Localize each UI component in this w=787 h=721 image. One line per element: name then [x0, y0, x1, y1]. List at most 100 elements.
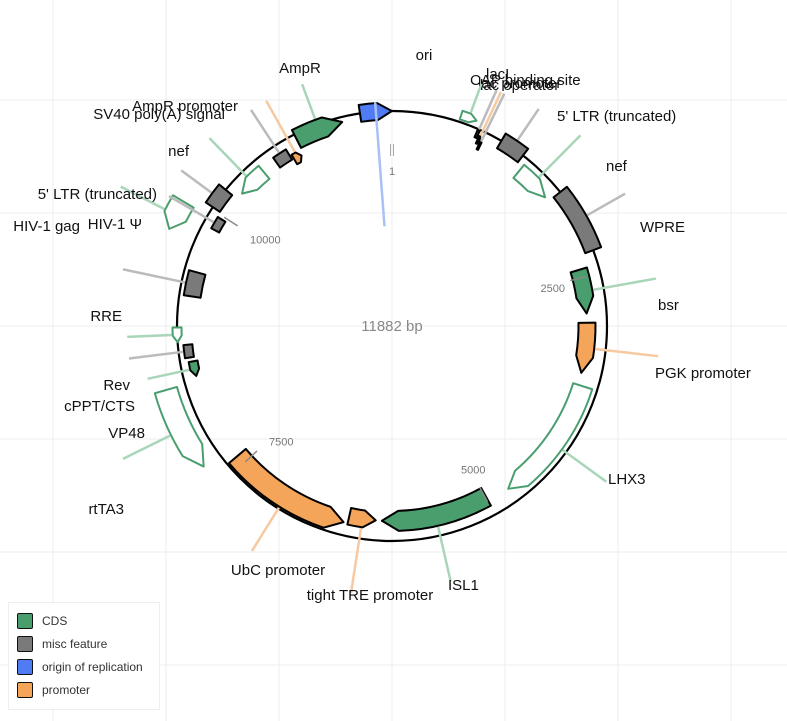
label-isl1: ISL1 [448, 577, 479, 594]
feature-rev [171, 326, 183, 344]
feature-sv40-poly-a-signal [272, 148, 294, 169]
legend-label-promoter: promoter [42, 683, 91, 697]
feature-nef [512, 163, 547, 199]
tick-mark-7500 [244, 450, 258, 463]
feature-nef-2 [241, 164, 271, 195]
label-nef-2: nef [168, 143, 190, 160]
feature-vp48 [187, 359, 201, 377]
leader-line-cap-binding-site [477, 89, 498, 130]
leader-line-rev [127, 333, 172, 339]
label-lac-promoter: lac promoter [478, 75, 561, 92]
leader-line-5-ltr-truncated [516, 108, 540, 141]
label-ampr-promoter: AmpR promoter [132, 98, 238, 115]
leader-line-sv40-poly-a-signal [249, 109, 280, 154]
leader-line-nef [538, 134, 582, 178]
label-cppt-cts: cPPT/CTS [64, 398, 135, 415]
label-pgk-promoter: PGK promoter [655, 365, 751, 382]
feature-bsr [569, 266, 595, 315]
feature-ampr-promoter [290, 151, 303, 166]
tick-label-2500: 2500 [541, 283, 565, 295]
label-laci: lacI [486, 66, 509, 83]
feature-5-ltr-truncated-2 [204, 183, 234, 213]
leader-line-tight-tre-promoter [349, 527, 363, 594]
leader-line-lac-operator [480, 93, 506, 142]
tick-label-10000: 10000 [250, 235, 281, 247]
leader-line-5-ltr-truncated-2 [180, 169, 213, 194]
tick-mark-10000 [223, 216, 239, 227]
leader-line-pgk-promoter [595, 347, 659, 358]
tick-label-7500: 7500 [269, 436, 293, 448]
label-lac-operator: lac operator [480, 77, 559, 94]
leader-line-ori [373, 102, 386, 227]
leader-line-wpre [586, 192, 626, 217]
legend-label-misc-feature: misc feature [42, 637, 108, 651]
feature-ampr [290, 116, 344, 149]
legend-item-origin-of-replication: origin of replication [17, 658, 143, 676]
legend-swatch-promoter [17, 682, 33, 698]
feature-layer [153, 102, 603, 532]
leader-line-lhx3 [561, 449, 608, 483]
feature-laci [458, 109, 478, 124]
label-5-ltr-truncated: 5' LTR (truncated) [557, 108, 676, 125]
leader-line-laci [469, 83, 483, 114]
label-cap-binding-site: CAP binding site [470, 72, 581, 89]
label-hiv-1: HIV-1 Ψ [88, 216, 142, 233]
legend-swatch-cds [17, 613, 33, 629]
feature-rtta3 [153, 385, 205, 468]
feature-pgk-promoter [575, 321, 597, 374]
feature-cap-binding-site [473, 128, 481, 140]
legend-swatch-origin-of-replication [17, 659, 33, 675]
leader-line-ampr-promoter [265, 100, 296, 153]
tick-layer: 1 2500 5000 7500 10000 [223, 144, 587, 503]
legend-item-cds: CDS [17, 612, 67, 630]
feature-ubc-promoter [227, 447, 345, 529]
legend-label-origin-of-replication: origin of replication [42, 660, 143, 674]
label-vp48: VP48 [108, 425, 145, 442]
label-ubc-promoter: UbC promoter [231, 562, 325, 579]
feature-lac-operator [475, 140, 483, 151]
legend: CDS misc feature origin of replication p… [8, 602, 160, 710]
label-lhx3: LHX3 [608, 471, 646, 488]
tick-mark-5000 [479, 487, 489, 503]
legend-label-cds: CDS [42, 614, 68, 628]
label-ori: ori [416, 47, 433, 64]
label-bsr: bsr [658, 297, 679, 314]
feature-hiv-1 [210, 215, 227, 234]
leader-line-nef-2 [208, 137, 247, 177]
tick-label-5000: 5000 [461, 464, 485, 476]
leader-line-isl1 [436, 526, 452, 582]
tick-label-1: 1 [389, 166, 395, 178]
feature-5-ltr-truncated [496, 132, 530, 164]
leader-line-vp48 [147, 368, 190, 381]
feature-tight-tre-promoter [346, 506, 377, 529]
label-hiv-1-gag: HIV-1 gag [13, 218, 80, 235]
legend-item-promoter: promoter [17, 681, 90, 699]
legend-item-misc-feature: misc feature [17, 635, 107, 653]
feature-isl1 [380, 487, 492, 532]
feature-wpre [552, 185, 603, 255]
label-tight-tre-promoter: tight TRE promoter [307, 587, 433, 604]
leader-line-bsr [593, 277, 656, 292]
leader-line-hiv-1 [168, 195, 215, 224]
leader-line-ampr [300, 83, 317, 120]
label-rev: Rev [103, 377, 130, 394]
feature-cppt-cts [182, 343, 195, 360]
label-sv40-poly-a-signal: SV40 poly(A) signal [93, 106, 225, 123]
feature-rre [182, 269, 207, 299]
label-5-ltr-truncated-2: 5' LTR (truncated) [38, 186, 157, 203]
label-rre: RRE [90, 308, 122, 325]
leader-line-cppt-cts [128, 350, 184, 360]
leader-line-ubc-promoter [250, 507, 280, 552]
label-rtta3: rtTA3 [88, 501, 124, 518]
feature-lac-promoter [474, 135, 482, 145]
label-ampr: AmpR [279, 60, 321, 77]
label-wpre: WPRE [640, 219, 685, 236]
leader-line-rre [122, 268, 186, 284]
feature-hiv-1-gag [163, 194, 195, 230]
feature-lhx3 [507, 382, 594, 490]
label-nef: nef [606, 158, 628, 175]
leader-line-rtta3 [122, 434, 171, 460]
